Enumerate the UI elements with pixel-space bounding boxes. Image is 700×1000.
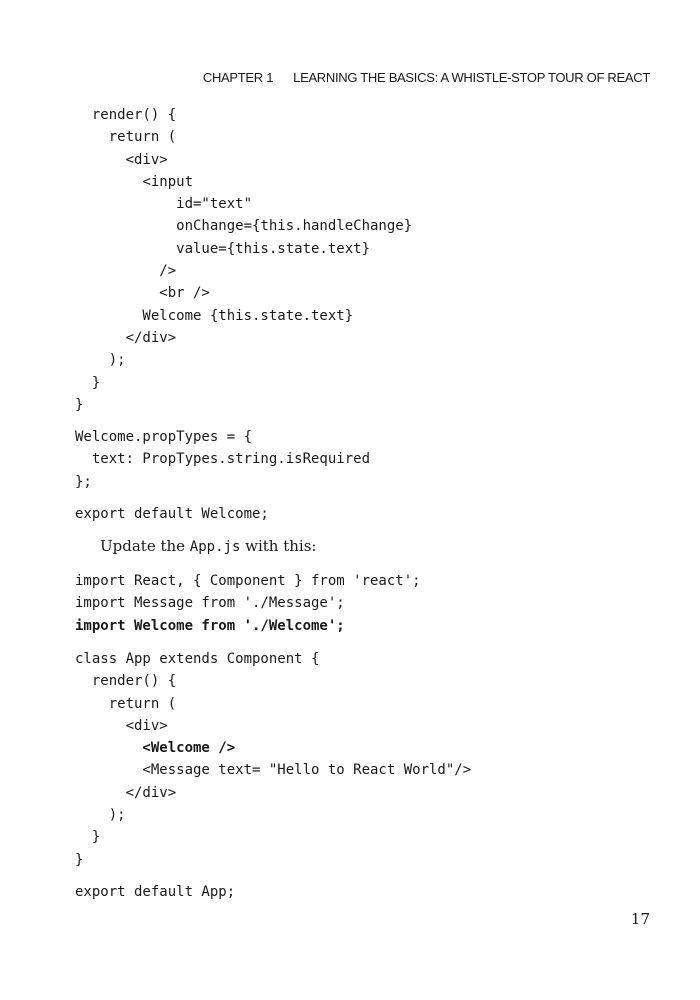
code-line: import React, { Component } from 'react'… — [75, 573, 421, 589]
code-line: </div> — [75, 329, 177, 346]
code-line: <input — [75, 173, 194, 190]
code-block-export-welcome: export default Welcome; — [75, 503, 269, 525]
code-line: export default App; — [75, 884, 236, 900]
code-line: </div> — [75, 784, 177, 801]
code-line: import Welcome from './Welcome'; — [75, 617, 345, 634]
code-line: text: PropTypes.string.isRequired — [75, 451, 371, 468]
code-line: ); — [75, 807, 126, 824]
code-line: render() { — [75, 107, 177, 123]
code-line: id="text" — [75, 196, 253, 213]
code-line: value={this.state.text} — [75, 240, 371, 257]
code-line: }; — [75, 473, 92, 490]
page-number: 17 — [630, 910, 650, 928]
code-line: onChange={this.handleChange} — [75, 218, 413, 235]
code-line: <br /> — [75, 285, 210, 302]
code-line: return ( — [75, 695, 177, 712]
code-line: Welcome.propTypes = { — [75, 429, 253, 445]
code-line: } — [75, 851, 84, 868]
code-line: } — [75, 374, 101, 391]
code-block-app-class: class App extends Component { render() {… — [75, 648, 471, 871]
code-line: render() { — [75, 673, 177, 690]
code-line: import Message from './Message'; — [75, 595, 345, 612]
instruction-text-before: Update the — [100, 537, 190, 555]
code-line: } — [75, 829, 101, 846]
code-line: <div> — [75, 717, 168, 734]
code-block-proptypes: Welcome.propTypes = { text: PropTypes.st… — [75, 426, 370, 493]
code-block-imports: import React, { Component } from 'react'… — [75, 570, 421, 637]
code-line: Welcome {this.state.text} — [75, 307, 354, 324]
code-line: <div> — [75, 151, 168, 168]
code-line: class App extends Component { — [75, 651, 320, 667]
instruction-text-after: with this: — [240, 537, 317, 555]
code-line: /> — [75, 263, 177, 280]
chapter-label: CHAPTER 1 — [202, 70, 274, 85]
code-line: <Message text= "Hello to React World"/> — [75, 762, 472, 779]
code-line: } — [75, 396, 84, 413]
running-header: CHAPTER 1 LEARNING THE BASICS: A WHISTLE-… — [203, 70, 650, 85]
code-block-export-app: export default App; — [75, 881, 235, 903]
code-block-render-welcome: render() { return ( <div> <input id="tex… — [75, 104, 412, 416]
code-line: ); — [75, 352, 126, 369]
code-line: return ( — [75, 129, 177, 146]
code-line: <Welcome /> — [75, 740, 236, 757]
chapter-title: LEARNING THE BASICS: A WHISTLE-STOP TOUR… — [293, 70, 650, 85]
code-line: export default Welcome; — [75, 506, 269, 522]
instruction-paragraph: Update the App.js with this: — [100, 537, 316, 555]
inline-code-filename: App.js — [189, 539, 241, 555]
